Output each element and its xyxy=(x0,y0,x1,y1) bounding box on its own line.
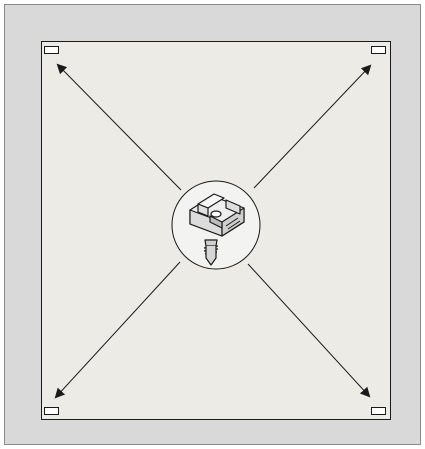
corner-slot-top-right-icon xyxy=(372,47,386,54)
corner-slot-bottom-left-icon xyxy=(45,408,59,415)
corner-slot-bottom-right-icon xyxy=(372,408,386,415)
corner-slot-top-left-icon xyxy=(45,47,59,54)
